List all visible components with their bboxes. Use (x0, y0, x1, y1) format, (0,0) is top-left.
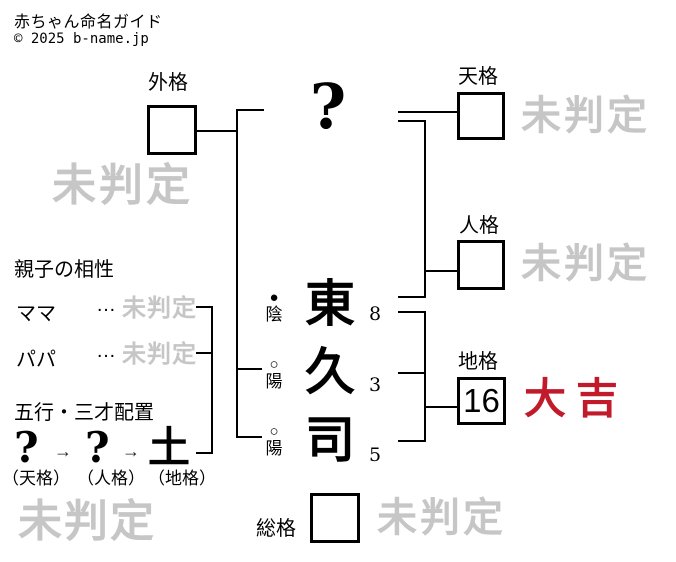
connector-line (196, 452, 213, 454)
connector-line (211, 306, 213, 454)
stroke-count-3: 5 (368, 444, 382, 466)
sansai-result-watermark: 未判定 (18, 496, 156, 547)
soukaku-label: 総格 (256, 518, 296, 540)
chikaku-value-box: 16 (457, 377, 506, 425)
compatibility-heading: 親子の相性 (14, 259, 114, 281)
soukaku-result-watermark: 未判定 (377, 494, 506, 541)
connector-line (196, 352, 213, 354)
stroke-count-1: 8 (368, 303, 382, 325)
connector-line (398, 111, 457, 113)
gaikaku-label: 外格 (148, 72, 188, 94)
compat-papa-result: 未判定 (122, 339, 197, 368)
sansai-arrow-2: → (122, 441, 140, 461)
copyright: © 2025 b-name.jp (14, 31, 149, 47)
connector-line (398, 440, 426, 442)
connector-line (236, 109, 238, 438)
jinkaku-label: 人格 (459, 215, 499, 237)
gaikaku-result-watermark: 未判定 (52, 160, 193, 211)
compat-mama-ellipsis: … (96, 294, 116, 316)
connector-line (426, 270, 457, 272)
sansai-jinkaku-caption: （人格） (77, 469, 145, 488)
chikaku-label: 地格 (458, 351, 498, 373)
compat-mama-label: ママ (16, 303, 56, 325)
yinyang-mark-2: ○ (269, 356, 279, 373)
connector-line (196, 306, 213, 308)
connector-line (238, 368, 262, 370)
sansai-heading: 五行・三才配置 (14, 402, 154, 424)
gaikaku-value (150, 108, 194, 152)
connector-line (238, 436, 262, 438)
connector-line (197, 130, 238, 132)
soukaku-value (313, 496, 357, 540)
jinkaku-value-box (457, 240, 505, 290)
compat-mama-result: 未判定 (122, 293, 197, 322)
yinyang-mark-3: ○ (269, 423, 279, 440)
site-title: 赤ちゃん命名ガイド (14, 12, 163, 31)
sansai-arrow-1: → (54, 441, 72, 461)
name-char-3: 司 (305, 410, 355, 469)
connector-line (236, 109, 264, 111)
chikaku-value: 16 (463, 382, 500, 419)
yinyang-mark-1: ● (269, 289, 279, 306)
jinkaku-result-watermark: 未判定 (521, 240, 650, 287)
name-char-2: 久 (305, 342, 355, 401)
tenkaku-label: 天格 (458, 66, 498, 88)
tenkaku-value-box (457, 92, 505, 140)
compat-papa-label: パパ (16, 349, 56, 371)
connector-line (424, 311, 426, 442)
chikaku-result-daikichi: 大吉 (524, 374, 629, 423)
connector-line (398, 120, 426, 122)
soukaku-value-box (310, 493, 360, 543)
connector-line (426, 406, 457, 408)
gaikaku-value-box (147, 105, 197, 155)
sansai-jinkaku-value: ? (85, 423, 110, 472)
yinyang-label-2: 陽 (265, 372, 283, 391)
yinyang-label-1: 陰 (265, 305, 283, 324)
tenkaku-value (460, 95, 502, 137)
sansai-chikaku-value: 土 (148, 423, 191, 472)
jinkaku-value (460, 243, 502, 287)
tenkaku-result-watermark: 未判定 (521, 92, 650, 139)
sansai-tenkaku-caption: （天格） (2, 469, 70, 488)
yinyang-label-3: 陽 (265, 439, 283, 458)
sansai-tenkaku-value: ? (14, 423, 39, 472)
connector-line (424, 120, 426, 298)
connector-line (398, 296, 426, 298)
connector-line (398, 372, 426, 374)
stroke-count-2: 3 (368, 374, 382, 396)
name-char-1: 東 (305, 274, 355, 333)
connector-line (398, 311, 426, 313)
compat-papa-ellipsis: … (96, 340, 116, 362)
sansai-chikaku-caption: （地格） (148, 469, 216, 488)
surname-placeholder: ? (309, 70, 347, 143)
